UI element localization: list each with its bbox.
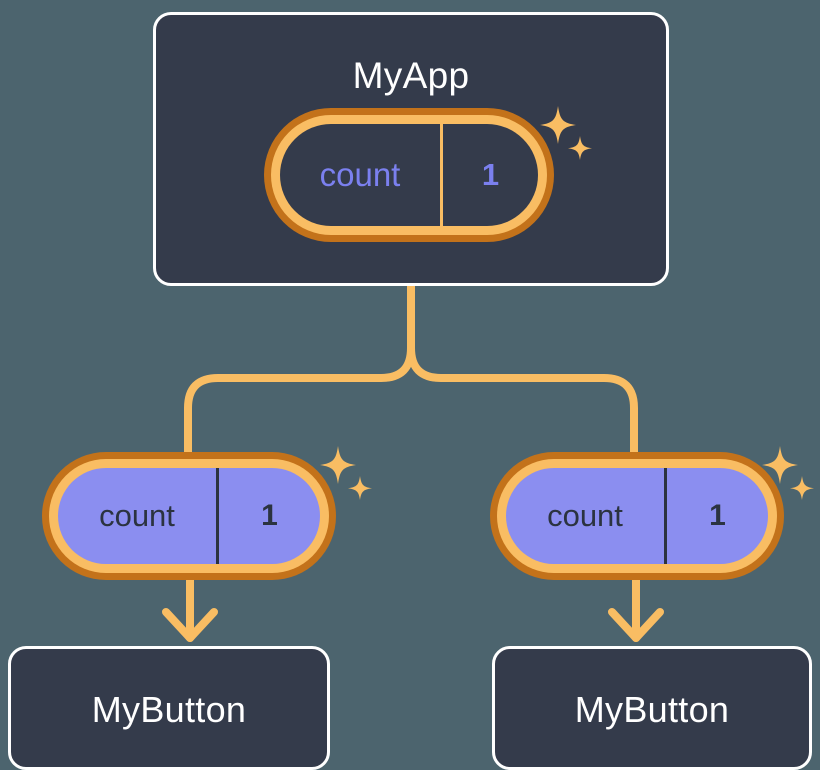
- state-pill-outer-ring: count 1: [42, 452, 336, 580]
- state-value-label: 1: [664, 468, 768, 564]
- state-value-label: 1: [216, 468, 320, 564]
- state-pill-face: count 1: [506, 468, 768, 564]
- state-pill-face: count 1: [280, 124, 538, 226]
- component-title-myapp: MyApp: [352, 55, 470, 96]
- component-title-mybutton-left: MyButton: [91, 689, 247, 730]
- component-title-mybutton-right: MyButton: [574, 689, 730, 730]
- state-key-label: count: [547, 498, 623, 533]
- arrow-head-left: [162, 608, 218, 642]
- state-pill-inner-ring: count 1: [49, 459, 329, 573]
- branch-wire-right: [407, 282, 638, 456]
- state-value-label: 1: [440, 124, 538, 226]
- state-pill-outer-ring: count 1: [490, 452, 784, 580]
- state-key-label: count: [99, 498, 175, 533]
- state-pill-inner-ring: count 1: [271, 115, 547, 235]
- component-card-mybutton-left[interactable]: MyButton: [8, 646, 330, 770]
- state-pill-inner-ring: count 1: [497, 459, 777, 573]
- component-card-mybutton-right[interactable]: MyButton: [492, 646, 812, 770]
- state-pill-face: count 1: [58, 468, 320, 564]
- branch-wire-left: [184, 282, 415, 456]
- state-pill-outer-ring: count 1: [264, 108, 554, 242]
- state-key-label: count: [319, 156, 401, 193]
- arrow-head-right: [608, 608, 664, 642]
